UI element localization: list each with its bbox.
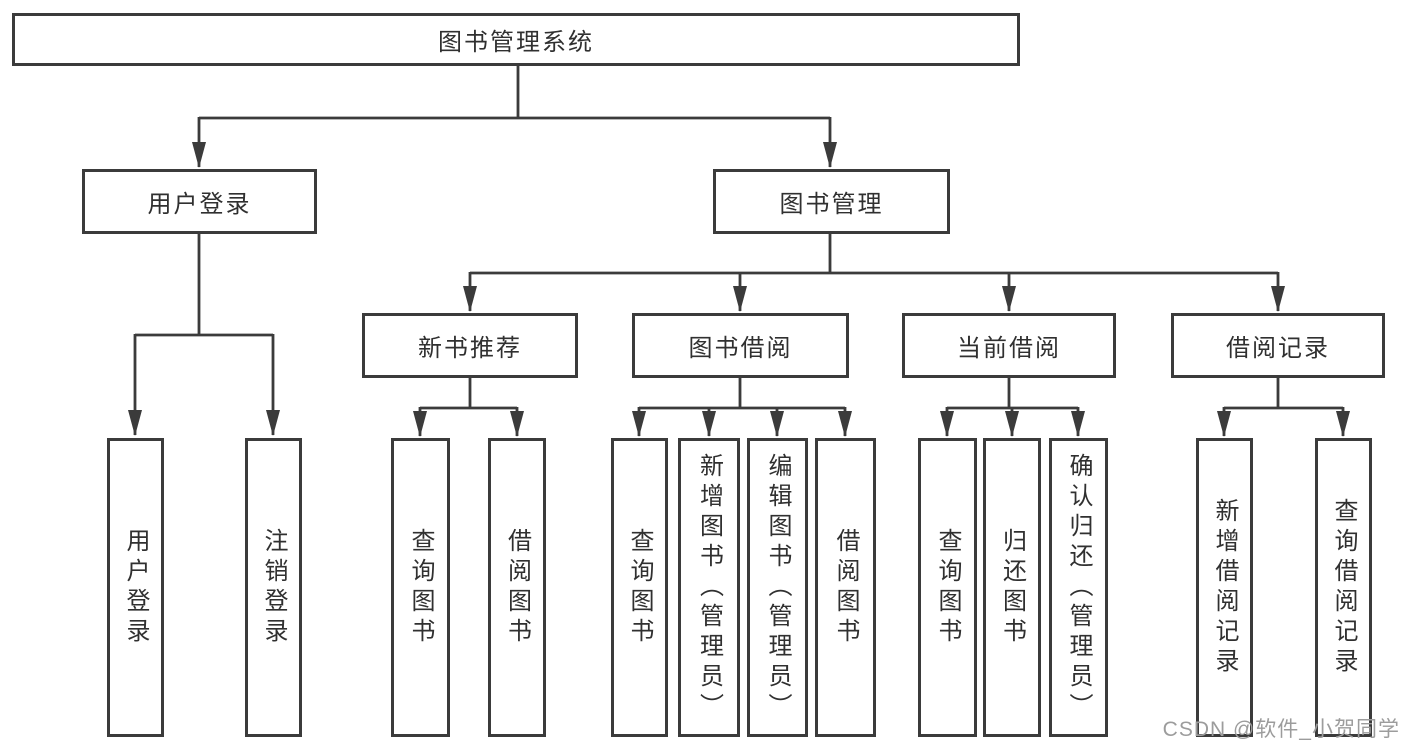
node-user-login: 用户登录 — [82, 169, 317, 234]
node-borrowing-records: 借阅记录 — [1171, 313, 1385, 378]
node-recommend-query-books: 查询图书 — [391, 438, 450, 737]
node-library-management-system: 图书管理系统 — [12, 13, 1020, 66]
node-borrowing-add-books-admin: 新增图书（管理员） — [678, 438, 740, 737]
node-book-borrowing: 图书借阅 — [632, 313, 849, 378]
node-current-borrowing: 当前借阅 — [902, 313, 1116, 378]
node-borrowing-edit-books-admin: 编辑图书（管理员） — [747, 438, 808, 737]
node-recommend-borrow-books: 借阅图书 — [488, 438, 546, 737]
watermark: CSDN @软件_小贺同学 — [1162, 718, 1400, 741]
node-logout-leaf: 注销登录 — [245, 438, 302, 737]
node-borrowing-borrow-books: 借阅图书 — [815, 438, 876, 737]
node-records-query-record: 查询借阅记录 — [1315, 438, 1372, 737]
node-current-query-books: 查询图书 — [918, 438, 977, 737]
node-records-add-record: 新增借阅记录 — [1196, 438, 1253, 737]
node-borrowing-query-books: 查询图书 — [611, 438, 668, 737]
node-current-return-books: 归还图书 — [983, 438, 1041, 737]
node-new-book-recommendation: 新书推荐 — [362, 313, 578, 378]
node-current-confirm-return-admin: 确认归还（管理员） — [1049, 438, 1108, 737]
node-book-management: 图书管理 — [713, 169, 950, 234]
node-user-login-leaf: 用户登录 — [107, 438, 164, 737]
